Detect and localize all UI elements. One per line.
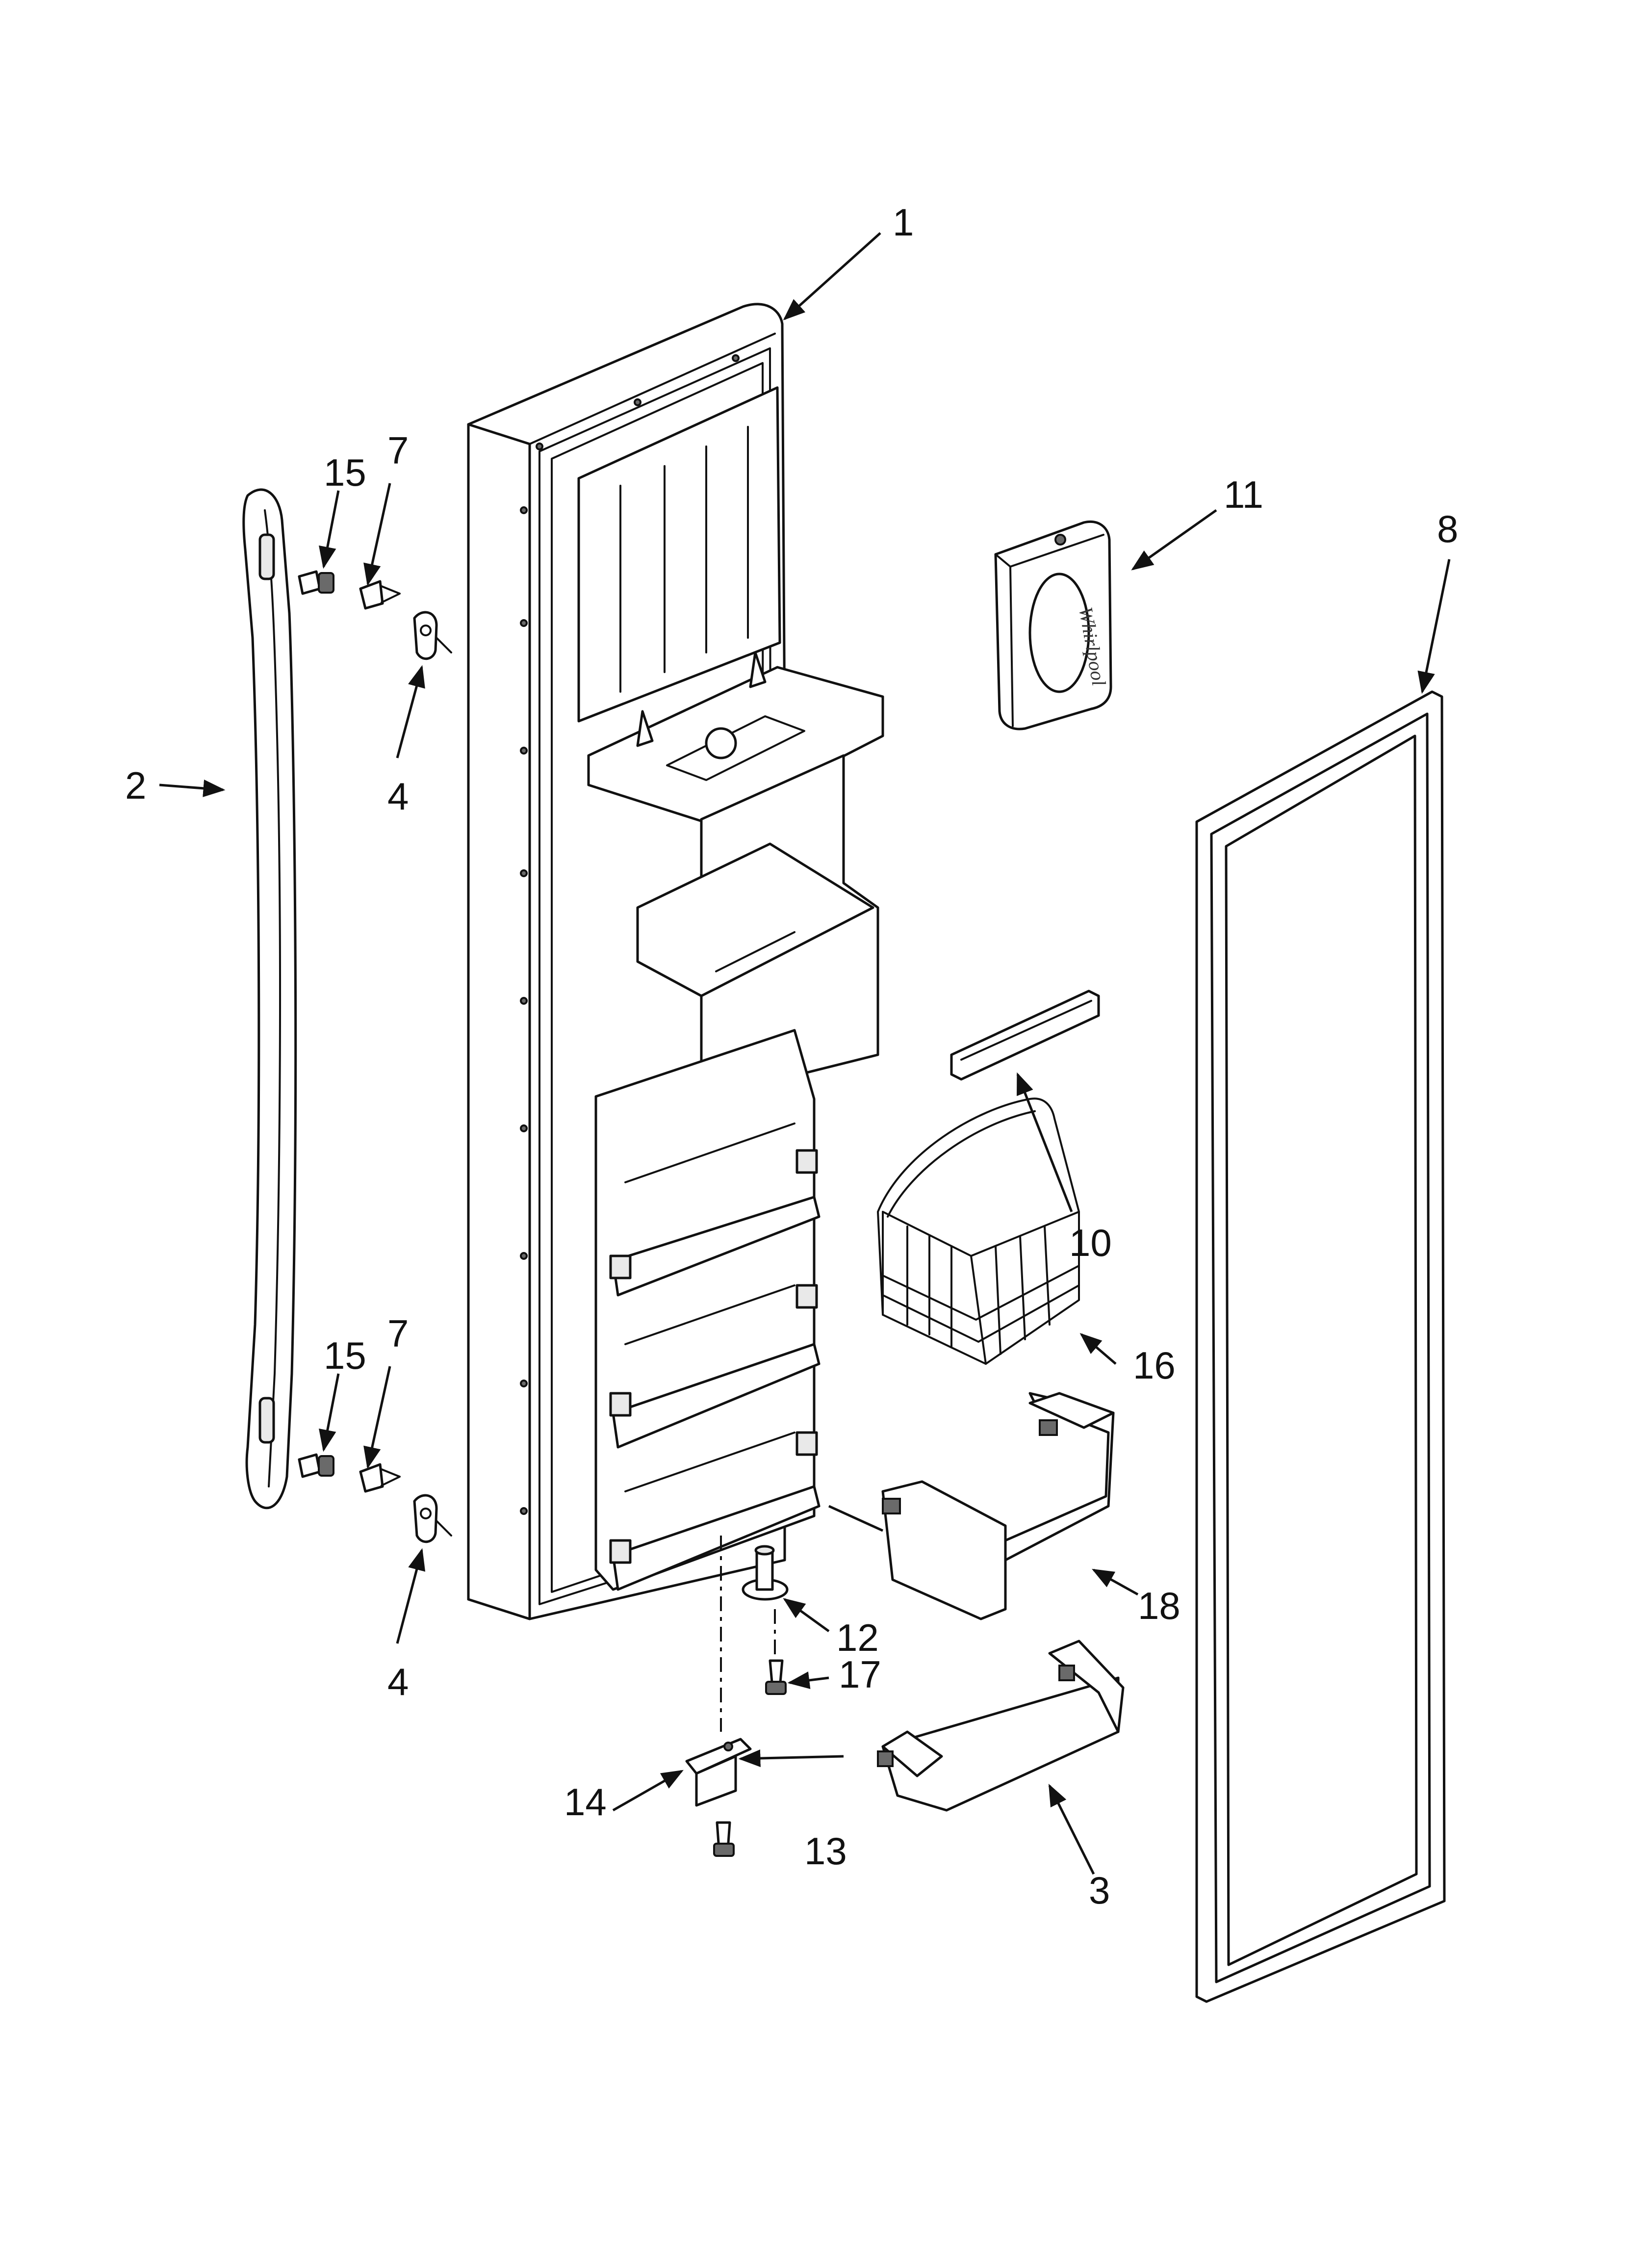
callout-4-lower: 4 [387,1660,409,1703]
callout-3: 3 [1089,1869,1110,1912]
callout-14: 14 [564,1780,607,1824]
callout-17: 17 [839,1653,881,1696]
wire-basket-part [877,1097,1080,1365]
trim-strip-part [950,990,1100,1081]
callout-12: 12 [836,1616,879,1659]
upper-hinge-hardware [298,570,452,660]
callout-15-upper: 15 [324,451,366,494]
callout-10: 10 [1069,1221,1112,1264]
callout-labels: 1 2 3 4 4 7 7 8 10 11 12 13 14 15 15 16 … [125,201,1458,1912]
callout-11: 11 [1224,473,1263,516]
callout-8: 8 [1437,507,1458,550]
callout-7-lower: 7 [387,1312,409,1355]
door-shelves [609,1122,821,1591]
callout-15-lower: 15 [324,1334,366,1377]
hinge-screw-13-part [713,1821,735,1857]
leader-lines [159,232,1451,1875]
door-handle-part [242,488,297,1510]
hinge-screw-17-part [765,1659,787,1695]
callout-1: 1 [893,201,914,244]
logo-badge-part: Whirlpool [994,521,1112,730]
door-screw-holes [520,354,740,1515]
callout-18: 18 [1138,1584,1180,1627]
door-gasket-part [1195,690,1446,2003]
door-bin-part [877,1640,1125,1812]
door-panel-part [467,303,884,1620]
ice-bin-bracket-part [881,1392,1115,1620]
callout-2: 2 [125,764,146,807]
callout-4-upper: 4 [387,775,409,818]
callout-13: 13 [804,1829,847,1873]
hinge-pin-part [742,1545,789,1601]
lower-hinge-hardware [298,1453,452,1543]
callout-7-upper: 7 [387,429,409,472]
lower-hinge-bracket-part [685,1738,752,1807]
callout-16: 16 [1133,1344,1176,1387]
